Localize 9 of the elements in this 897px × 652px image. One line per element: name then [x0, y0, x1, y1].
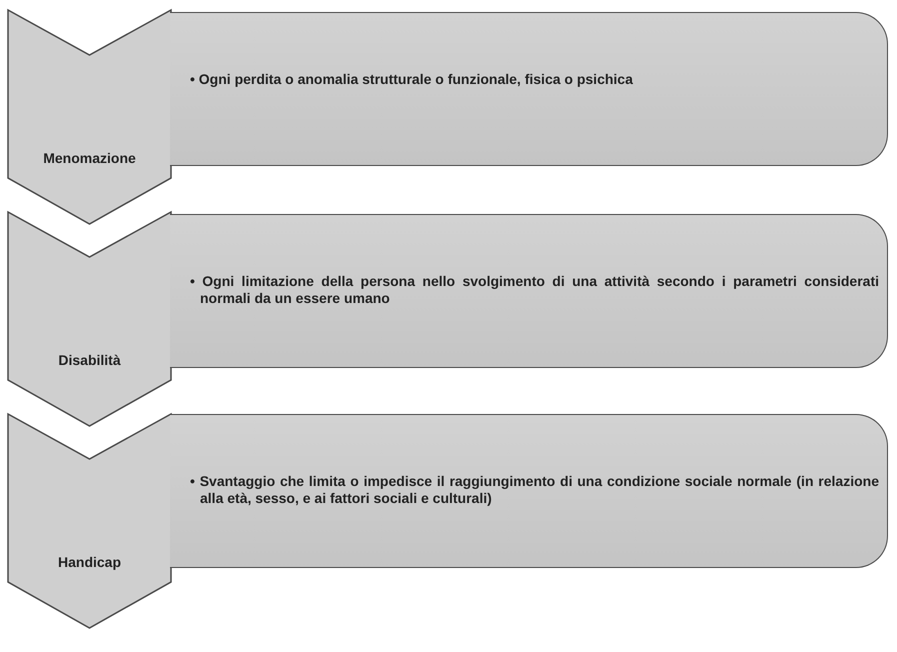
- step-label: Disabilità: [58, 352, 121, 368]
- description-panel: [170, 414, 888, 568]
- step-label: Menomazione: [43, 150, 136, 166]
- step-label: Handicap: [58, 554, 121, 570]
- description-panel: [170, 214, 888, 368]
- description-panel: [170, 12, 888, 166]
- bullet-text: • Svantaggio che limita o impedisce il raggiungimento di una condizione sociale normale (in relazione alla età, sesso, e ai fattori sociali e culturali): [190, 473, 879, 507]
- bullet-text: • Ogni perdita o anomalia strutturale o funzionale, fisica o psichica: [190, 71, 634, 88]
- bullet-text: • Ogni limitazione della persona nello svolgimento di una attività secondo i parametri considerati normali da un essere umano: [190, 273, 879, 307]
